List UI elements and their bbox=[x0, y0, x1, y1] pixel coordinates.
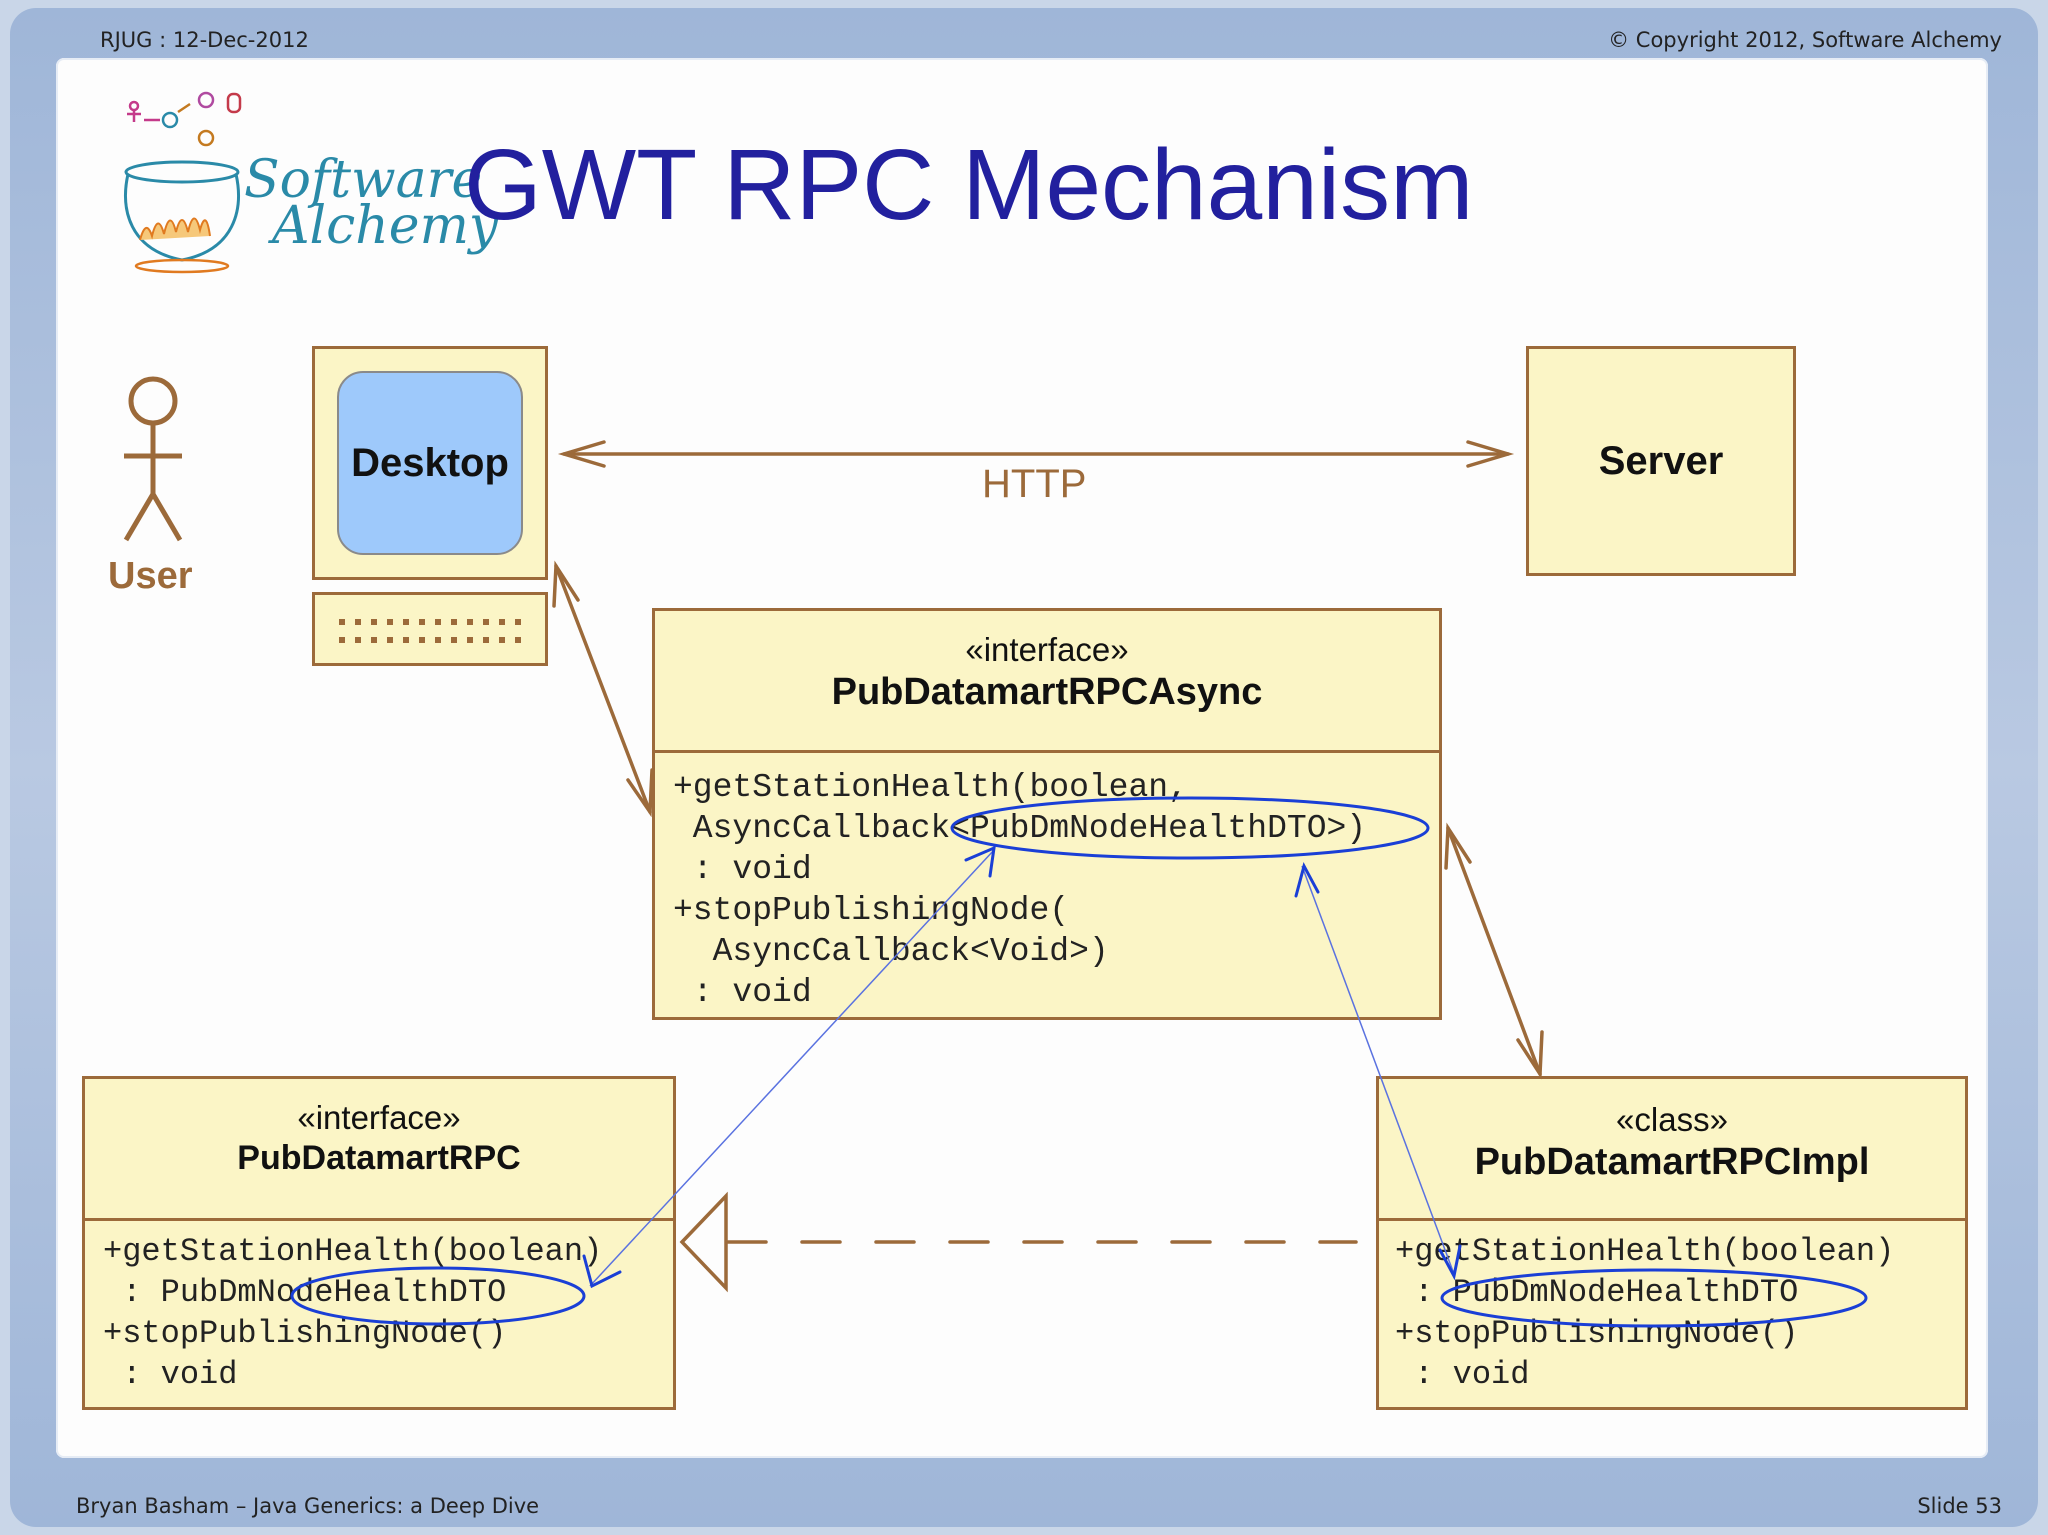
rpc-interface-box: «interface» PubDatamartRPC +getStationHe… bbox=[82, 1076, 676, 1410]
desktop-async-arrowhead-top bbox=[552, 560, 580, 608]
rpc-class-name: PubDatamartRPC bbox=[237, 1139, 521, 1177]
rpc-operations: +getStationHealth(boolean) : PubDmNodeHe… bbox=[103, 1233, 603, 1393]
slide-title: GWT RPC Mechanism bbox=[464, 129, 1474, 241]
footer-left: Bryan Basham – Java Generics: a Deep Div… bbox=[76, 1494, 540, 1518]
async-interface-header: «interface» PubDatamartRPCAsync bbox=[655, 611, 1439, 753]
impl-async-annotation-line bbox=[1301, 865, 1455, 1275]
async-operations: +getStationHealth(boolean, AsyncCallback… bbox=[673, 769, 1367, 1011]
keyboard-keys-icon bbox=[339, 619, 521, 643]
user-label: User bbox=[108, 555, 193, 597]
async-impl-connector bbox=[1446, 826, 1542, 1076]
async-class-name: PubDatamartRPCAsync bbox=[831, 671, 1263, 713]
async-stereotype: «interface» bbox=[965, 631, 1129, 668]
annotation-arrowhead-async-left bbox=[964, 845, 996, 878]
impl-class-name: PubDatamartRPCImpl bbox=[1474, 1141, 1870, 1183]
desktop-keyboard bbox=[312, 592, 548, 666]
desktop-async-connector bbox=[554, 564, 652, 814]
rpc-stereotype: «interface» bbox=[297, 1099, 461, 1136]
async-interface-box: «interface» PubDatamartRPCAsync +getStat… bbox=[652, 608, 1442, 1020]
http-arrowhead-right bbox=[1466, 440, 1515, 468]
annotation-arrowhead-async-right bbox=[1294, 861, 1320, 898]
http-label: HTTP bbox=[982, 462, 1087, 506]
realization-triangle bbox=[679, 1191, 728, 1293]
desktop-async-arrowhead-bottom bbox=[626, 768, 654, 818]
impl-class-header: «class» PubDatamartRPCImpl bbox=[1379, 1079, 1965, 1221]
logo-text-line1: Software bbox=[244, 150, 483, 210]
cauldron-icon bbox=[124, 91, 242, 274]
annotation-arrowhead-rpc bbox=[582, 1254, 622, 1289]
footer-right: Slide 53 bbox=[1917, 1494, 2002, 1518]
user-actor-icon bbox=[123, 376, 183, 542]
rpc-interface-header: «interface» PubDatamartRPC bbox=[85, 1079, 673, 1221]
header-right: © Copyright 2012, Software Alchemy bbox=[1608, 28, 2002, 52]
impl-stereotype: «class» bbox=[1616, 1101, 1728, 1138]
rpc-return-highlight bbox=[290, 1266, 586, 1326]
annotation-arrowhead-impl bbox=[1438, 1244, 1462, 1281]
impl-class-box: «class» PubDatamartRPCImpl +getStationHe… bbox=[1376, 1076, 1968, 1410]
http-arrowhead-left bbox=[557, 440, 606, 468]
header-left: RJUG : 12-Dec-2012 bbox=[100, 28, 309, 52]
desktop-label: Desktop bbox=[351, 440, 509, 485]
async-callback-highlight bbox=[950, 796, 1430, 860]
impl-operations: +getStationHealth(boolean) : PubDmNodeHe… bbox=[1395, 1233, 1895, 1393]
desktop-monitor: Desktop bbox=[312, 346, 548, 580]
async-impl-arrowhead-bottom bbox=[1516, 1030, 1544, 1080]
async-impl-arrowhead-top bbox=[1444, 822, 1472, 870]
logo-text-line2: Alchemy bbox=[272, 196, 499, 256]
impl-return-highlight bbox=[1440, 1268, 1868, 1328]
desktop-screen: Desktop bbox=[337, 371, 523, 555]
rpc-async-annotation-line bbox=[589, 849, 995, 1287]
server-label: Server bbox=[1598, 439, 1724, 483]
server-node: Server bbox=[1526, 346, 1796, 576]
